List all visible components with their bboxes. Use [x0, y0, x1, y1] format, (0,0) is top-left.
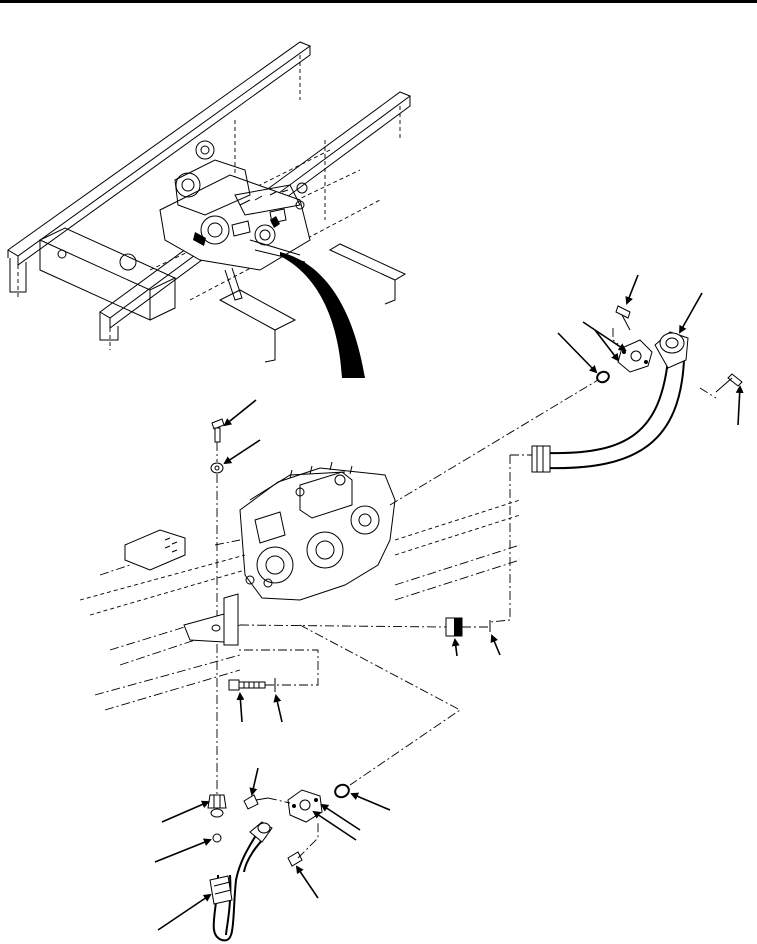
bracket-and-bolt: [183, 418, 319, 795]
callout-arrow-flange-a: [582, 321, 627, 352]
chassis-frame-overview: [7, 41, 412, 363]
callout-arrow-washer: [223, 439, 261, 465]
callout-arrow-capscrew-top-right: [625, 274, 639, 305]
callout-arrow-lower-flange-b: [320, 803, 361, 831]
callout-arrow-lower-flange-a: [312, 810, 357, 841]
callout-arrow-oring-upper: [557, 332, 598, 374]
flange-and-capscrews: [243, 624, 461, 867]
callout-arrow-elbow: [679, 292, 703, 334]
detail-swoosh: [280, 252, 365, 378]
callout-arrow-capscrew-side: [735, 385, 744, 426]
callout-leaders: [154, 274, 744, 931]
callout-arrow-lower-capscrew: [295, 865, 319, 899]
callout-arrow-fitting-line: [490, 634, 501, 656]
fitting-and-elbow: [239, 617, 491, 637]
callout-arrow-flange-b: [594, 329, 620, 362]
lower-hose-assembly: [207, 794, 273, 942]
callout-arrow-lower-nut: [161, 800, 210, 823]
callout-arrow-lower-capscrew-upper: [249, 767, 259, 796]
callout-arrow-top-bolt: [223, 399, 257, 427]
upper-hose-assembly: [389, 305, 743, 623]
callout-arrow-bracket-line: [273, 694, 283, 723]
callout-arrow-fitting-nut: [451, 638, 460, 657]
hydraulic-pump: [79, 461, 521, 711]
callout-arrow-bracket-bolt: [236, 692, 245, 723]
callout-arrow-lower-oring: [154, 838, 212, 863]
callout-arrow-oring-lower: [350, 792, 391, 811]
callout-arrow-lower-hose-fitting: [157, 893, 212, 931]
